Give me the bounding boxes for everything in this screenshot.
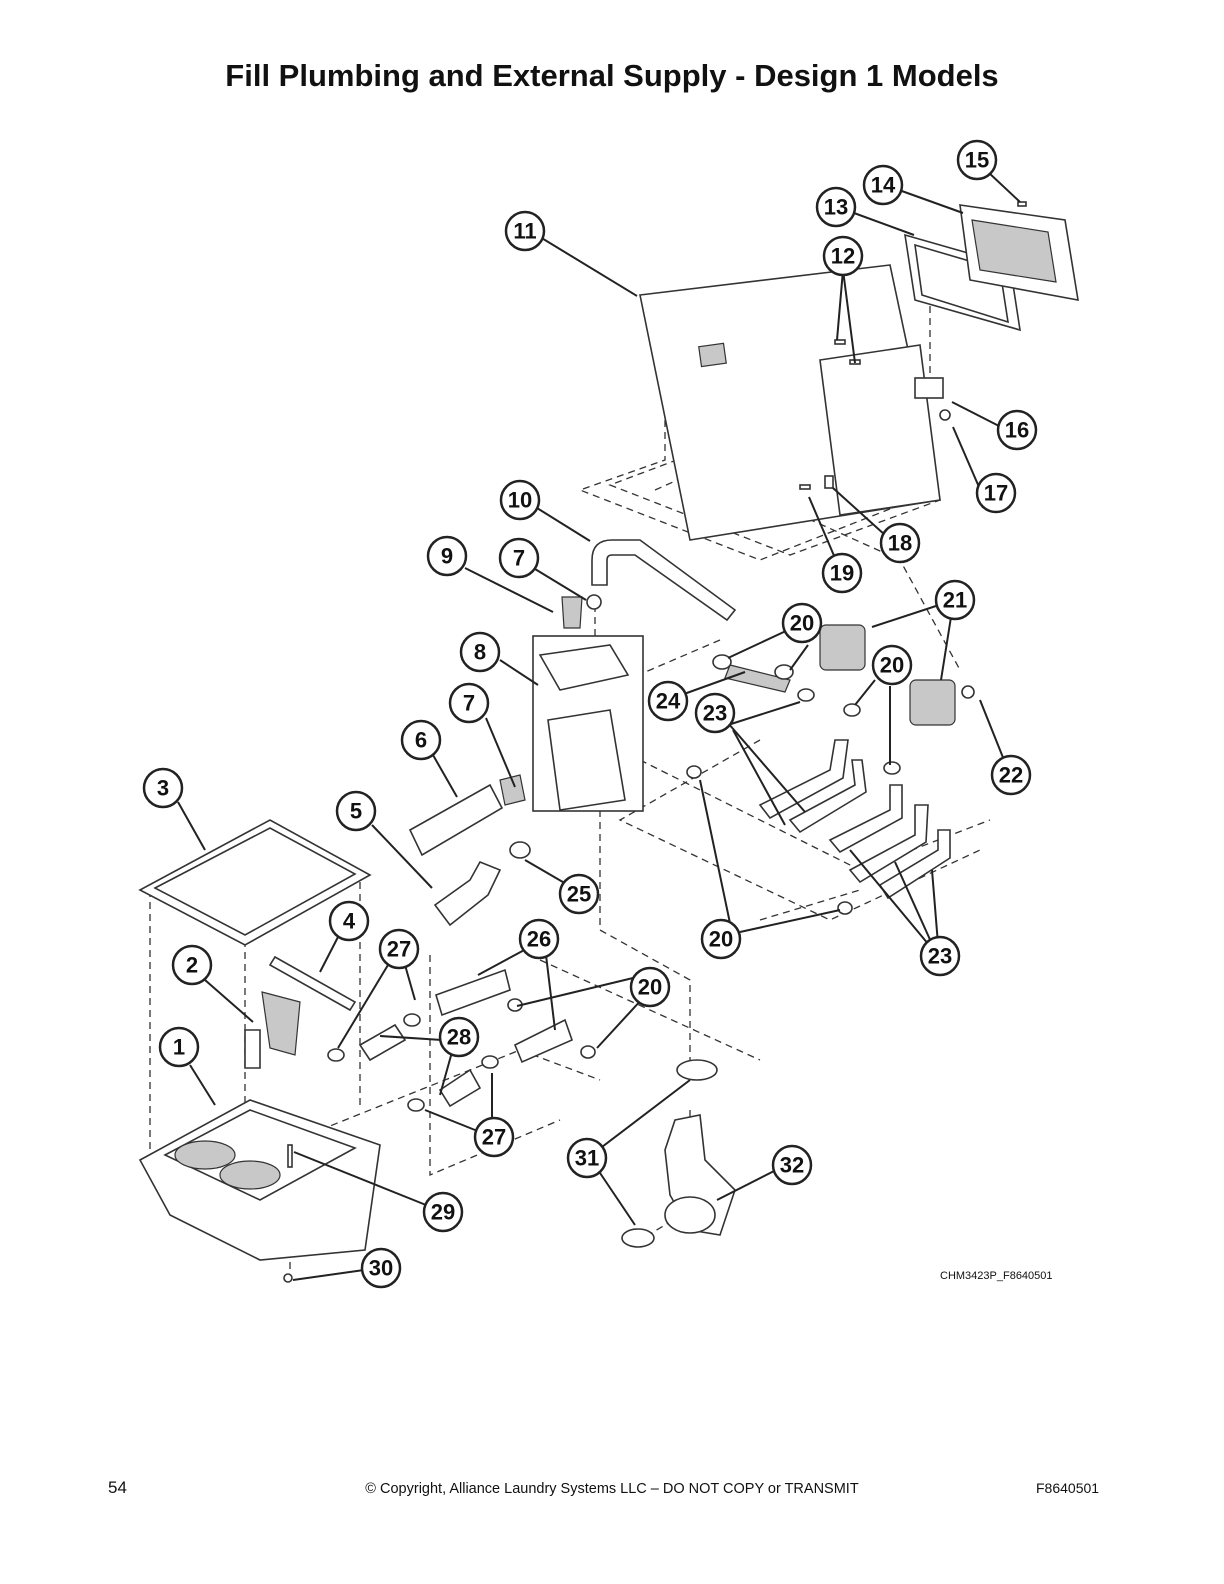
svg-text:26: 26: [527, 927, 551, 952]
callout-27b: 27: [473, 1116, 515, 1158]
svg-text:21: 21: [943, 588, 967, 613]
callout-14: 14: [862, 164, 904, 206]
callout-20b: 20: [871, 644, 913, 686]
svg-text:20: 20: [880, 653, 904, 678]
svg-text:15: 15: [965, 148, 989, 173]
callout-17: 17: [975, 472, 1017, 514]
svg-text:32: 32: [780, 1153, 804, 1178]
callout-1: 1: [158, 1026, 200, 1068]
callout-16: 16: [996, 409, 1038, 451]
svg-text:18: 18: [888, 531, 912, 556]
callout-27a: 27: [378, 928, 420, 970]
callout-7a: 7: [448, 682, 490, 724]
callout-25: 25: [558, 873, 600, 915]
callout-12: 12: [822, 235, 864, 277]
callout-31: 31: [566, 1137, 608, 1179]
page-title: Fill Plumbing and External Supply - Desi…: [225, 58, 999, 93]
callout-3: 3: [142, 767, 184, 809]
svg-text:28: 28: [447, 1025, 471, 1050]
svg-text:13: 13: [824, 195, 848, 220]
callout-26: 26: [518, 918, 560, 960]
svg-text:25: 25: [567, 882, 591, 907]
leader-lines: [177, 171, 1021, 1281]
part-drawings: [138, 201, 1079, 1283]
callout-20c: 20: [700, 918, 742, 960]
document-id: F8640501: [1036, 1480, 1100, 1496]
callout-22: 22: [990, 754, 1032, 796]
svg-text:4: 4: [343, 909, 356, 934]
callout-5: 5: [335, 790, 377, 832]
svg-text:8: 8: [474, 640, 486, 665]
drawing-id: CHM3423P_F8640501: [940, 1270, 1053, 1282]
svg-text:5: 5: [350, 799, 362, 824]
svg-text:30: 30: [369, 1256, 393, 1281]
callout-20d: 20: [629, 966, 671, 1008]
callout-23b: 23: [919, 935, 961, 977]
callout-9: 9: [426, 535, 468, 577]
callout-32: 32: [771, 1144, 813, 1186]
svg-text:19: 19: [830, 561, 854, 586]
svg-text:3: 3: [157, 776, 169, 801]
svg-text:20: 20: [709, 927, 733, 952]
svg-text:2: 2: [186, 953, 198, 978]
svg-text:12: 12: [831, 244, 855, 269]
svg-text:1: 1: [173, 1035, 185, 1060]
svg-text:22: 22: [999, 763, 1023, 788]
svg-text:7: 7: [463, 691, 475, 716]
callout-23a: 23: [694, 692, 736, 734]
svg-text:23: 23: [703, 701, 727, 726]
callout-11: 11: [504, 210, 546, 252]
callout-21: 21: [934, 579, 976, 621]
svg-text:9: 9: [441, 544, 453, 569]
svg-text:16: 16: [1005, 418, 1029, 443]
callout-2: 2: [171, 944, 213, 986]
svg-text:27: 27: [482, 1125, 506, 1150]
callout-30: 30: [360, 1247, 402, 1289]
svg-text:24: 24: [656, 689, 681, 714]
callout-18: 18: [879, 522, 921, 564]
callout-28: 28: [438, 1016, 480, 1058]
svg-text:7: 7: [513, 546, 525, 571]
svg-text:10: 10: [508, 488, 532, 513]
svg-text:27: 27: [387, 937, 411, 962]
svg-text:20: 20: [638, 975, 662, 1000]
svg-text:29: 29: [431, 1200, 455, 1225]
svg-text:6: 6: [415, 728, 427, 753]
callout-20a: 20: [781, 602, 823, 644]
callout-15: 15: [956, 139, 998, 181]
svg-text:23: 23: [928, 944, 952, 969]
copyright-notice: © Copyright, Alliance Laundry Systems LL…: [365, 1481, 859, 1497]
callout-19: 19: [821, 552, 863, 594]
page-number: 54: [108, 1478, 127, 1497]
svg-text:17: 17: [984, 481, 1008, 506]
svg-text:31: 31: [575, 1146, 599, 1171]
svg-text:11: 11: [513, 219, 536, 244]
callout-7b: 7: [498, 537, 540, 579]
callout-24: 24: [647, 680, 689, 722]
callout-13: 13: [815, 186, 857, 228]
callouts: 1 2 3 4 5 6 7 7 8 9 10 11 12 13 14 15 16…: [142, 139, 1038, 1289]
callout-8: 8: [459, 631, 501, 673]
svg-text:14: 14: [871, 173, 896, 198]
callout-4: 4: [328, 900, 370, 942]
callout-10: 10: [499, 479, 541, 521]
svg-text:20: 20: [790, 611, 814, 636]
callout-29: 29: [422, 1191, 464, 1233]
callout-6: 6: [400, 719, 442, 761]
